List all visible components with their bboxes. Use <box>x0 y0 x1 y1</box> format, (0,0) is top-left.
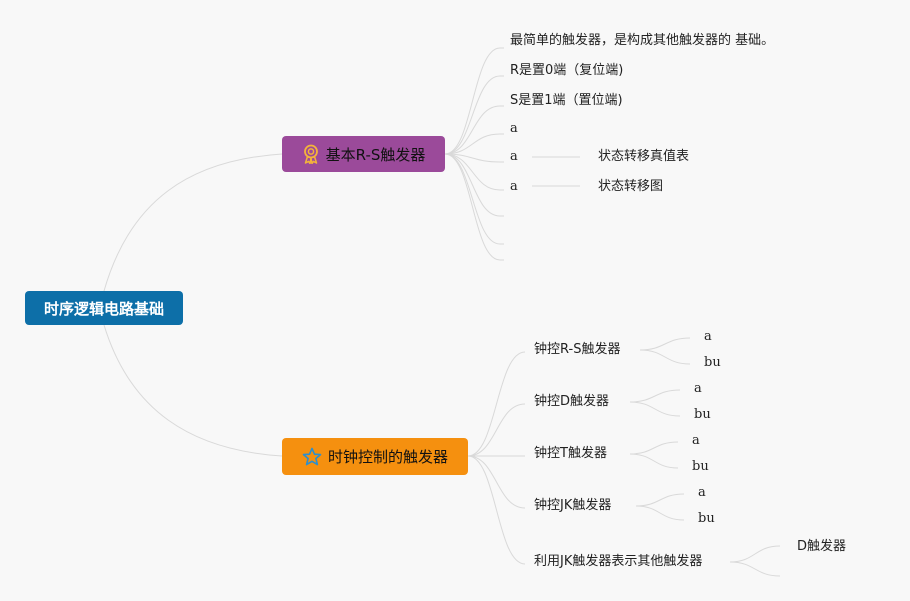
connector-clk-sub-1-1 <box>629 401 681 417</box>
rs-child-0[interactable]: 最简单的触发器，是构成其他触发器的 基础。 <box>510 33 775 48</box>
connector-rs-child-0 <box>444 47 501 155</box>
branch-label: 时钟控制的触发器 <box>327 448 448 466</box>
rs-child-3[interactable]: a <box>510 121 518 136</box>
connector-clk-sub-2-1 <box>629 453 679 469</box>
connector-clk-sub-0-1 <box>639 349 691 365</box>
root-label: 时序逻辑电路基础 <box>43 299 164 318</box>
connector-rs-child-1 <box>444 75 501 155</box>
connector-clk-sub-4-0 <box>729 545 781 563</box>
rs-child-2[interactable]: S是置1端（置位端) <box>510 93 623 108</box>
clk-child-0[interactable]: 钟控R-S触发器 <box>534 342 621 357</box>
connector-clk-sub-0-0 <box>639 337 691 351</box>
branch-node-rs-flipflop[interactable]: 基本R-S触发器 <box>282 136 445 172</box>
clk-child-4-sub-0[interactable]: D触发器 <box>797 539 847 554</box>
clk-child-0-sub-0[interactable]: a <box>704 329 712 344</box>
connector-clk-child-3 <box>467 455 526 509</box>
connector-clk-sub-4-1 <box>729 561 781 577</box>
connector-root-branch-1 <box>103 324 283 457</box>
rs-child-1[interactable]: R是置0端（复位端) <box>510 63 624 78</box>
connector-rs-child-3 <box>444 133 501 155</box>
connector-clk-sub-2-0 <box>629 441 679 455</box>
clk-child-3-sub-0[interactable]: a <box>698 485 706 500</box>
connector-clk-child-4 <box>467 455 526 565</box>
connector-clk-sub-1-0 <box>629 389 681 403</box>
rs-child-5-note[interactable]: 状态转移图 <box>598 179 664 194</box>
connector-root-branch-0 <box>103 153 283 292</box>
ribbon-award-icon <box>302 144 320 164</box>
clk-child-1[interactable]: 钟控D触发器 <box>534 394 610 409</box>
connector-clk-child-0 <box>467 351 526 457</box>
connector-rs-child-7 <box>444 153 501 245</box>
rs-child-5[interactable]: a <box>510 179 518 194</box>
clk-child-3[interactable]: 钟控JK触发器 <box>534 498 612 513</box>
clk-child-3-sub-1[interactable]: bu <box>698 511 715 526</box>
clk-child-1-sub-0[interactable]: a <box>694 381 702 396</box>
connector-rs-child-6 <box>444 153 501 217</box>
branch-label: 基本R-S触发器 <box>325 145 426 164</box>
connector-rs-child-2 <box>444 105 501 155</box>
clk-child-2-sub-1[interactable]: bu <box>692 459 709 474</box>
root-node[interactable]: 时序逻辑电路基础 <box>25 291 183 325</box>
connector-clk-sub-3-0 <box>635 493 685 507</box>
connector-rs-child-5 <box>444 153 501 191</box>
clk-child-1-sub-1[interactable]: bu <box>694 407 711 422</box>
rs-child-4-note[interactable]: 状态转移真值表 <box>598 149 690 164</box>
connector-clk-child-1 <box>467 403 526 457</box>
clk-child-4[interactable]: 利用JK触发器表示其他触发器 <box>534 554 703 569</box>
rs-child-4[interactable]: a <box>510 149 518 164</box>
branch-node-clocked-flipflop[interactable]: 时钟控制的触发器 <box>282 438 468 475</box>
connector-rs-child-8 <box>444 153 501 261</box>
clk-child-2[interactable]: 钟控T触发器 <box>534 446 607 461</box>
clk-child-2-sub-0[interactable]: a <box>692 433 700 448</box>
connector-clk-sub-3-1 <box>635 505 685 521</box>
star-icon <box>302 447 322 467</box>
clk-child-0-sub-1[interactable]: bu <box>704 355 721 370</box>
